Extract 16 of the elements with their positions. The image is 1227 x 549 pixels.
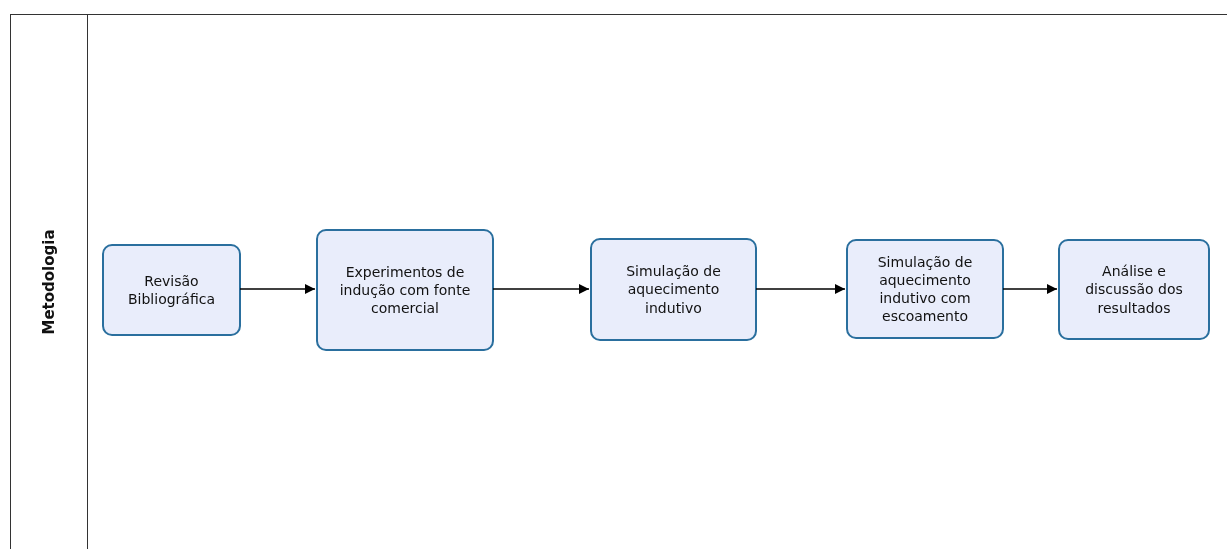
step-label: Simulação de aquecimento indutivo com escoamento bbox=[876, 252, 974, 326]
step-label: Análise e discussão dos resultados bbox=[1084, 262, 1184, 317]
arrow bbox=[492, 284, 590, 294]
lane-label: Metodologia bbox=[40, 229, 58, 335]
process-box bbox=[846, 239, 1004, 339]
process-box bbox=[316, 229, 494, 351]
arrow bbox=[239, 284, 316, 294]
process-box bbox=[590, 238, 757, 341]
step-label: Experimentos de indução com fonte comercial bbox=[338, 262, 472, 318]
swimlane bbox=[10, 14, 1227, 549]
process-box bbox=[102, 244, 241, 336]
arrow bbox=[755, 284, 846, 294]
arrow bbox=[1002, 284, 1058, 294]
process-box bbox=[1058, 239, 1210, 340]
step-label: Simulação de aquecimento indutivo bbox=[625, 262, 722, 317]
step-label: Revisão Bibliográfica bbox=[126, 271, 216, 309]
